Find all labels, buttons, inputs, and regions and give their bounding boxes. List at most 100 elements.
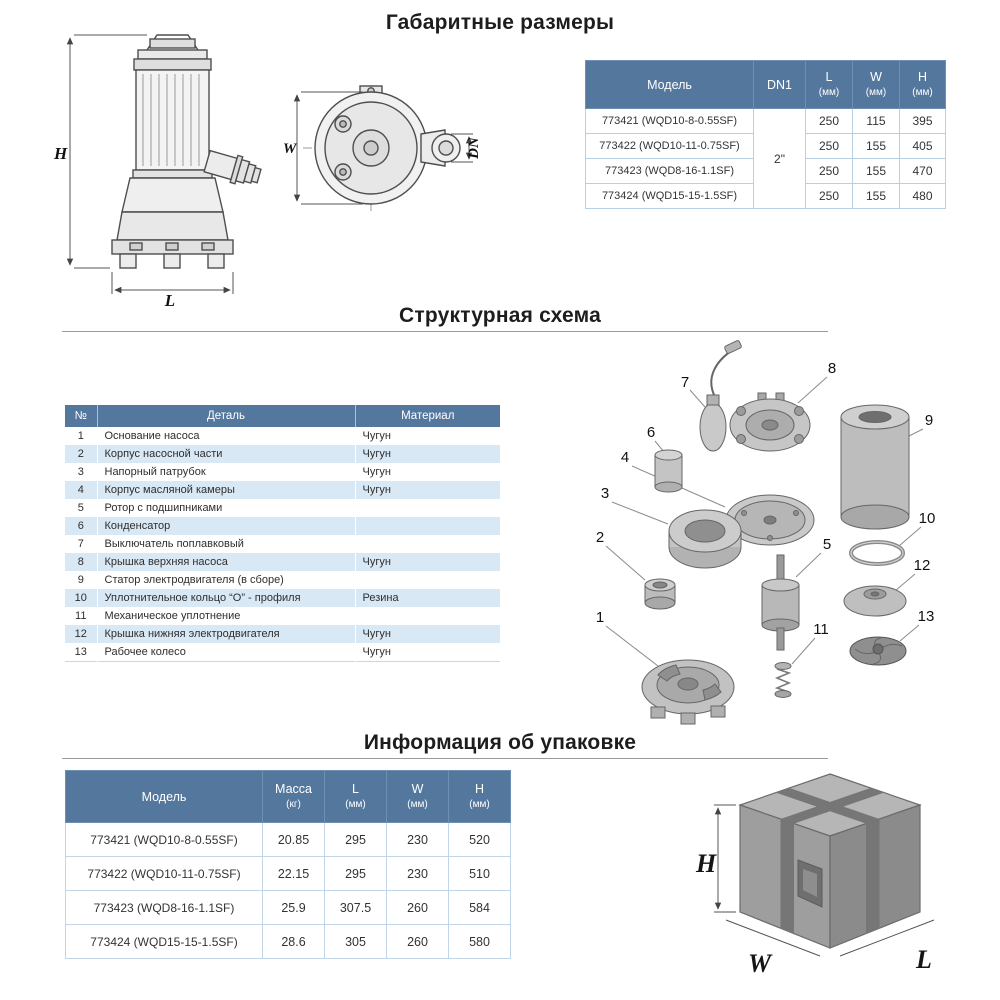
- callout-10: 10: [919, 510, 936, 527]
- cell-h: 580: [448, 924, 511, 959]
- cell-num: 10: [65, 589, 97, 607]
- part-float-switch: [699, 340, 742, 452]
- cell-w: 260: [386, 890, 449, 925]
- cell-material: Чугун: [354, 481, 500, 499]
- cell-part: Крышка верхняя насоса: [96, 553, 355, 571]
- col-header-h: H(мм): [448, 770, 511, 823]
- callout-4: 4: [621, 449, 629, 466]
- pump-body-outline: [111, 34, 262, 269]
- cell-part: Рабочее колесо: [96, 643, 355, 661]
- cell-part: Крышка нижняя электродвигателя: [96, 625, 355, 643]
- callout-8: 8: [828, 360, 836, 377]
- table-row: 773421 (WQD10-8-0.55SF) 20.85 295 230 52…: [65, 822, 511, 857]
- packaging-table: Модель Масса(кг) L(мм) W(мм) H(мм) 77342…: [65, 770, 511, 959]
- cell-material: [354, 517, 500, 535]
- cell-mass: 25.9: [262, 890, 325, 925]
- cell-l: 250: [805, 183, 853, 209]
- part-o-ring: [849, 540, 905, 566]
- table-header-row: Модель DN1 L(мм) W(мм) H(мм): [585, 60, 946, 109]
- cell-mass: 20.85: [262, 822, 325, 857]
- box-label-w: W: [748, 949, 773, 978]
- table-row: 773421 (WQD10-8-0.55SF) 2" 250 115 395: [585, 108, 946, 209]
- exploded-diagram: 7 8 9 6 4 3 10 2 5 12 13 11 1: [596, 340, 936, 725]
- part-top-cover: [729, 392, 811, 452]
- dimension-lines: [714, 804, 935, 957]
- cell-num: 9: [65, 571, 97, 589]
- cell-part: Уплотнительное кольцо “О” - профиля: [96, 589, 355, 607]
- callout-7: 7: [681, 374, 689, 391]
- cell-part: Основание насоса: [96, 427, 355, 445]
- table-row: 773423 (WQD8-16-1.1SF) 25.9 307.5 260 58…: [65, 890, 511, 925]
- motor-ribs: [142, 74, 200, 166]
- cell-w: 230: [386, 822, 449, 857]
- cell-model: 773422 (WQD10-11-0.75SF): [585, 133, 754, 159]
- cell-num: 11: [65, 607, 97, 625]
- col-header-dn1: DN1: [753, 60, 806, 109]
- cell-model: 773424 (WQD15-15-1.5SF): [585, 183, 754, 209]
- part-pump-casing: [668, 509, 742, 569]
- table-header-row: Модель Масса(кг) L(мм) W(мм) H(мм): [65, 770, 511, 823]
- part-impeller: [849, 636, 907, 666]
- table-row: 773422 (WQD10-11-0.75SF) 22.15 295 230 5…: [65, 856, 511, 891]
- col-header-l: L(мм): [805, 60, 853, 109]
- cell-material: Чугун: [354, 463, 500, 481]
- col-header-w: W(мм): [852, 60, 900, 109]
- callout-11: 11: [813, 621, 829, 638]
- cell-part: Выключатель поплавковый: [96, 535, 355, 553]
- part-stator: [840, 404, 910, 530]
- dim-label-l: L: [164, 291, 175, 307]
- col-header-num: №: [65, 405, 97, 427]
- cell-l: 307.5: [324, 890, 387, 925]
- cell-h: 510: [448, 856, 511, 891]
- cell-material: Резина: [354, 589, 500, 607]
- cell-w: 155: [852, 133, 900, 159]
- col-header-l: L(мм): [324, 770, 387, 823]
- col-header-w: W(мм): [386, 770, 449, 823]
- cell-material: Чугун: [354, 553, 500, 571]
- cell-part: Механическое уплотнение: [96, 607, 355, 625]
- table-header-row: № Деталь Материал: [65, 405, 500, 427]
- cell-dn1: 2": [753, 108, 806, 209]
- callout-9: 9: [925, 412, 933, 429]
- callout-1: 1: [596, 609, 604, 626]
- structure-section-title: Структурная схема: [399, 304, 601, 327]
- col-header-model: Модель: [585, 60, 754, 109]
- cell-num: 3: [65, 463, 97, 481]
- discharge-hose-barb: [203, 149, 262, 185]
- dimensions-table: Модель DN1 L(мм) W(мм) H(мм) 773421 (WQD…: [585, 60, 946, 209]
- callout-5: 5: [823, 536, 831, 553]
- cell-h: 520: [448, 822, 511, 857]
- cell-num: 6: [65, 517, 97, 535]
- cell-model: 773423 (WQD8-16-1.1SF): [585, 158, 754, 184]
- col-header-material: Материал: [354, 405, 500, 427]
- cell-num: 12: [65, 625, 97, 643]
- cell-w: 155: [852, 183, 900, 209]
- col-header-mass: Масса(кг): [262, 770, 325, 823]
- callout-13: 13: [918, 608, 935, 625]
- cell-material: [354, 535, 500, 553]
- cell-material: [354, 499, 500, 517]
- cell-part: Статор электродвигателя (в сборе): [96, 571, 355, 589]
- cell-w: 115: [852, 108, 900, 134]
- cell-part: Корпус насосной части: [96, 445, 355, 463]
- cell-model: 773424 (WQD15-15-1.5SF): [65, 924, 263, 959]
- callout-3: 3: [601, 485, 609, 502]
- cell-h: 405: [899, 133, 946, 159]
- table-row: 773424 (WQD15-15-1.5SF) 28.6 305 260 580: [65, 924, 511, 959]
- cell-l: 250: [805, 158, 853, 184]
- cell-part: Ротор с подшипниками: [96, 499, 355, 517]
- cell-w: 155: [852, 158, 900, 184]
- cell-num: 2: [65, 445, 97, 463]
- cell-num: 1: [65, 427, 97, 445]
- cell-l: 305: [324, 924, 387, 959]
- callout-12: 12: [914, 557, 931, 574]
